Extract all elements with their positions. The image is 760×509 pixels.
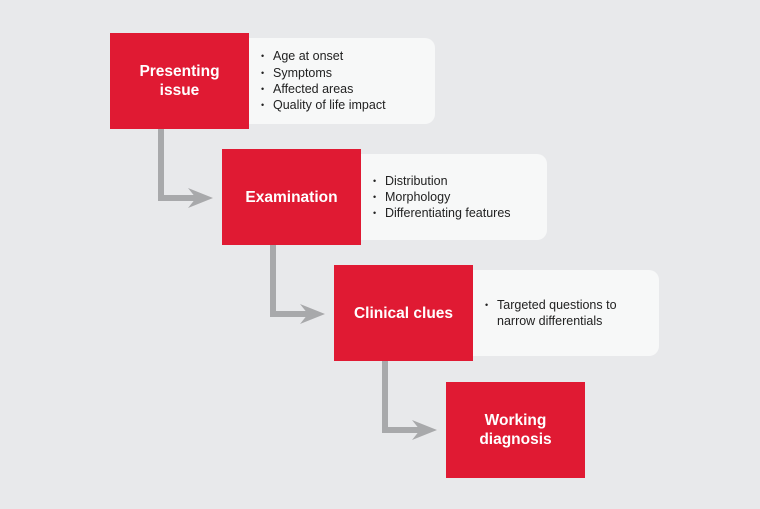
step-title: Clinical clues: [353, 304, 454, 322]
step-presenting-issue: Presenting issue: [110, 33, 249, 129]
step-working-diagnosis: Working diagnosis: [446, 382, 585, 478]
arrowhead-1: [188, 188, 213, 208]
bullet: Targeted questions to narrow differentia…: [485, 297, 637, 330]
bullet: Morphology: [373, 189, 511, 206]
arrow-2: [270, 245, 312, 317]
arrowhead-2: [300, 304, 325, 324]
bullet: Quality of life impact: [261, 97, 385, 114]
bullet: Differentiating features: [373, 205, 511, 222]
step-title: Presenting issue: [139, 63, 220, 99]
details-presenting-issue: Age at onset Symptoms Affected areas Qua…: [249, 38, 435, 124]
arrow-3: [382, 361, 424, 433]
arrowhead-3: [412, 420, 437, 440]
details-clinical-clues: Targeted questions to narrow differentia…: [473, 270, 659, 356]
bullet: Symptoms: [261, 65, 386, 82]
details-examination: Distribution Morphology Differentiating …: [361, 154, 547, 240]
bullet: Affected areas: [261, 81, 386, 98]
step-clinical-clues: Clinical clues: [334, 265, 473, 361]
step-title: Working diagnosis: [479, 412, 552, 448]
bullet: Distribution: [373, 173, 511, 190]
bullet: Age at onset: [261, 48, 386, 65]
step-examination: Examination: [222, 149, 361, 245]
step-title: Examination: [245, 188, 338, 206]
arrow-1: [158, 129, 200, 201]
